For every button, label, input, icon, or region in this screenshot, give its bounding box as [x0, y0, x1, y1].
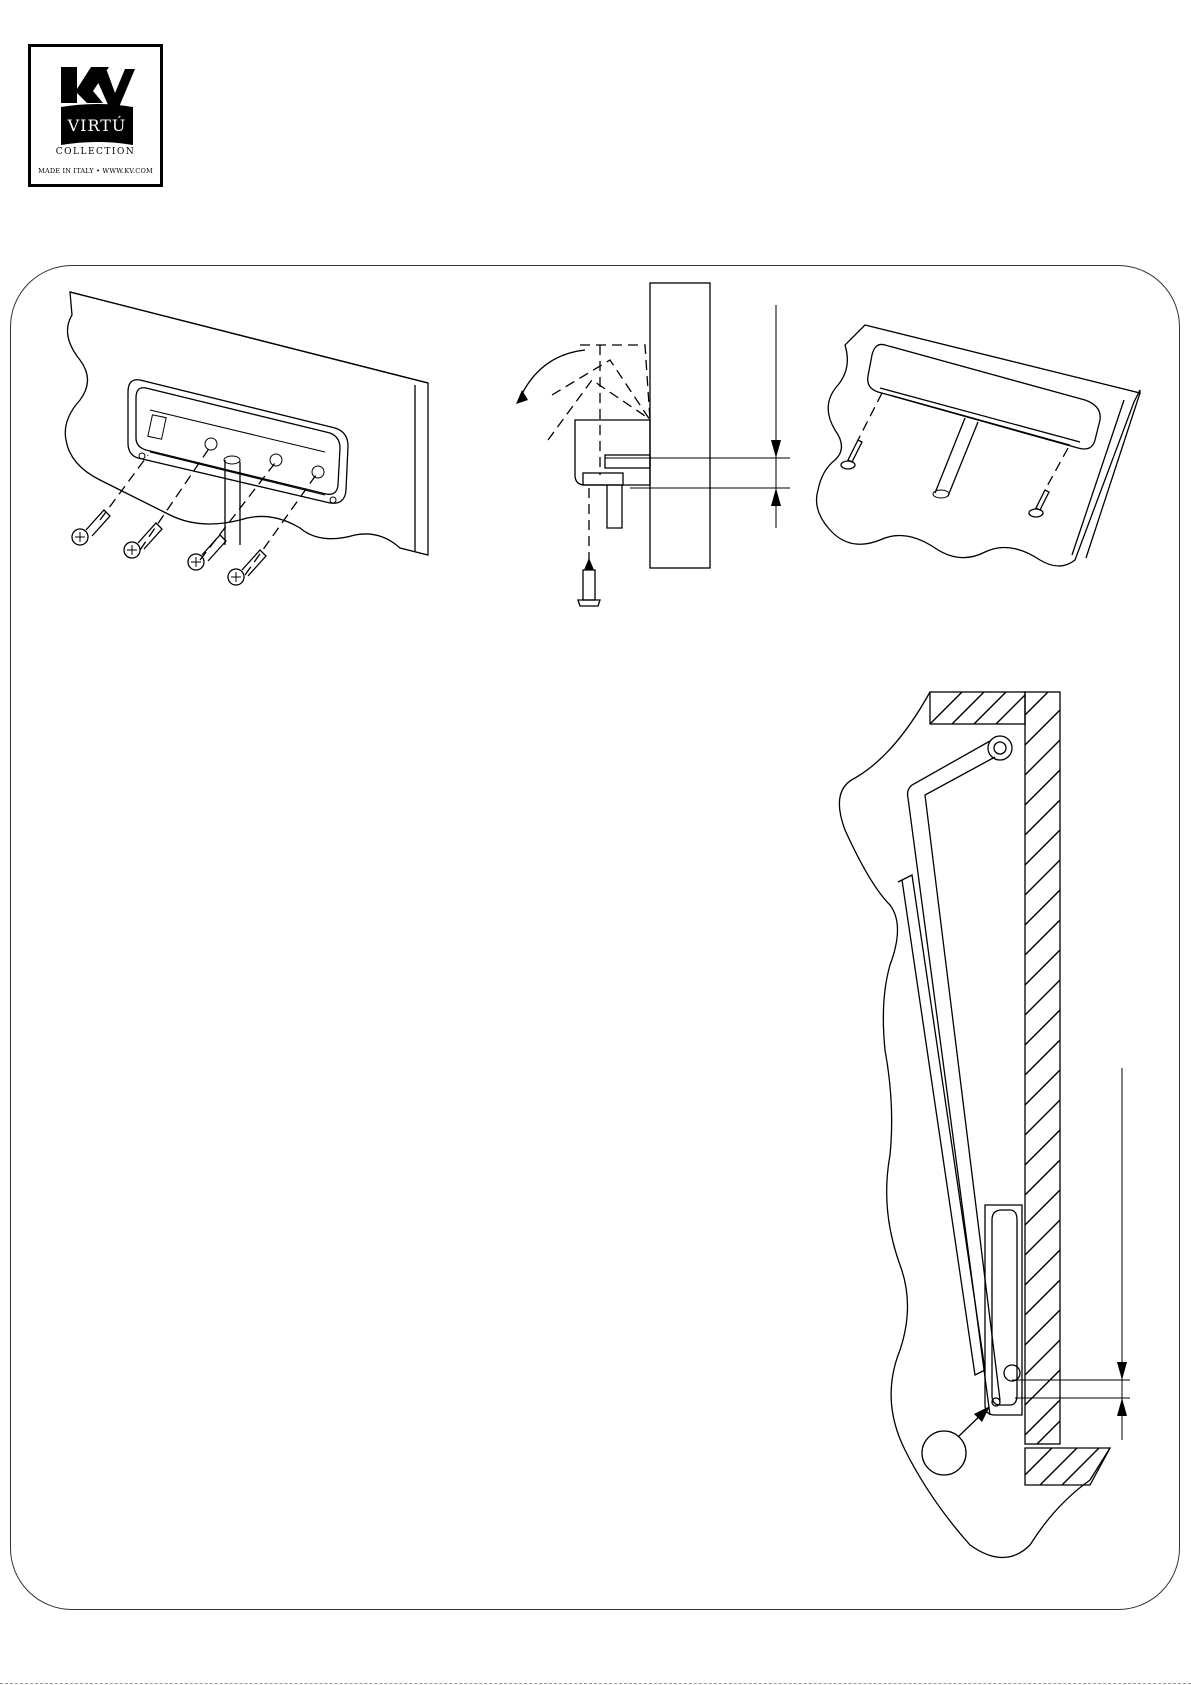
screw-icon	[578, 558, 600, 606]
fig-bracket-mount	[65, 292, 428, 585]
page-bottom-rule	[0, 1683, 1191, 1684]
screw-icon	[841, 440, 862, 469]
callout-circle	[922, 1431, 966, 1475]
fig-shelf-mount	[817, 325, 1141, 566]
lower-bracket	[985, 1205, 1022, 1415]
fig-long-section	[839, 692, 1130, 1558]
hatched-wall	[1025, 692, 1060, 1444]
bracket-housing	[128, 380, 348, 503]
screw-icon	[228, 550, 266, 585]
screw-icon	[124, 523, 162, 558]
fig-side-detail	[516, 283, 790, 606]
screw-icon	[1029, 490, 1049, 517]
screw-icon	[188, 535, 226, 570]
